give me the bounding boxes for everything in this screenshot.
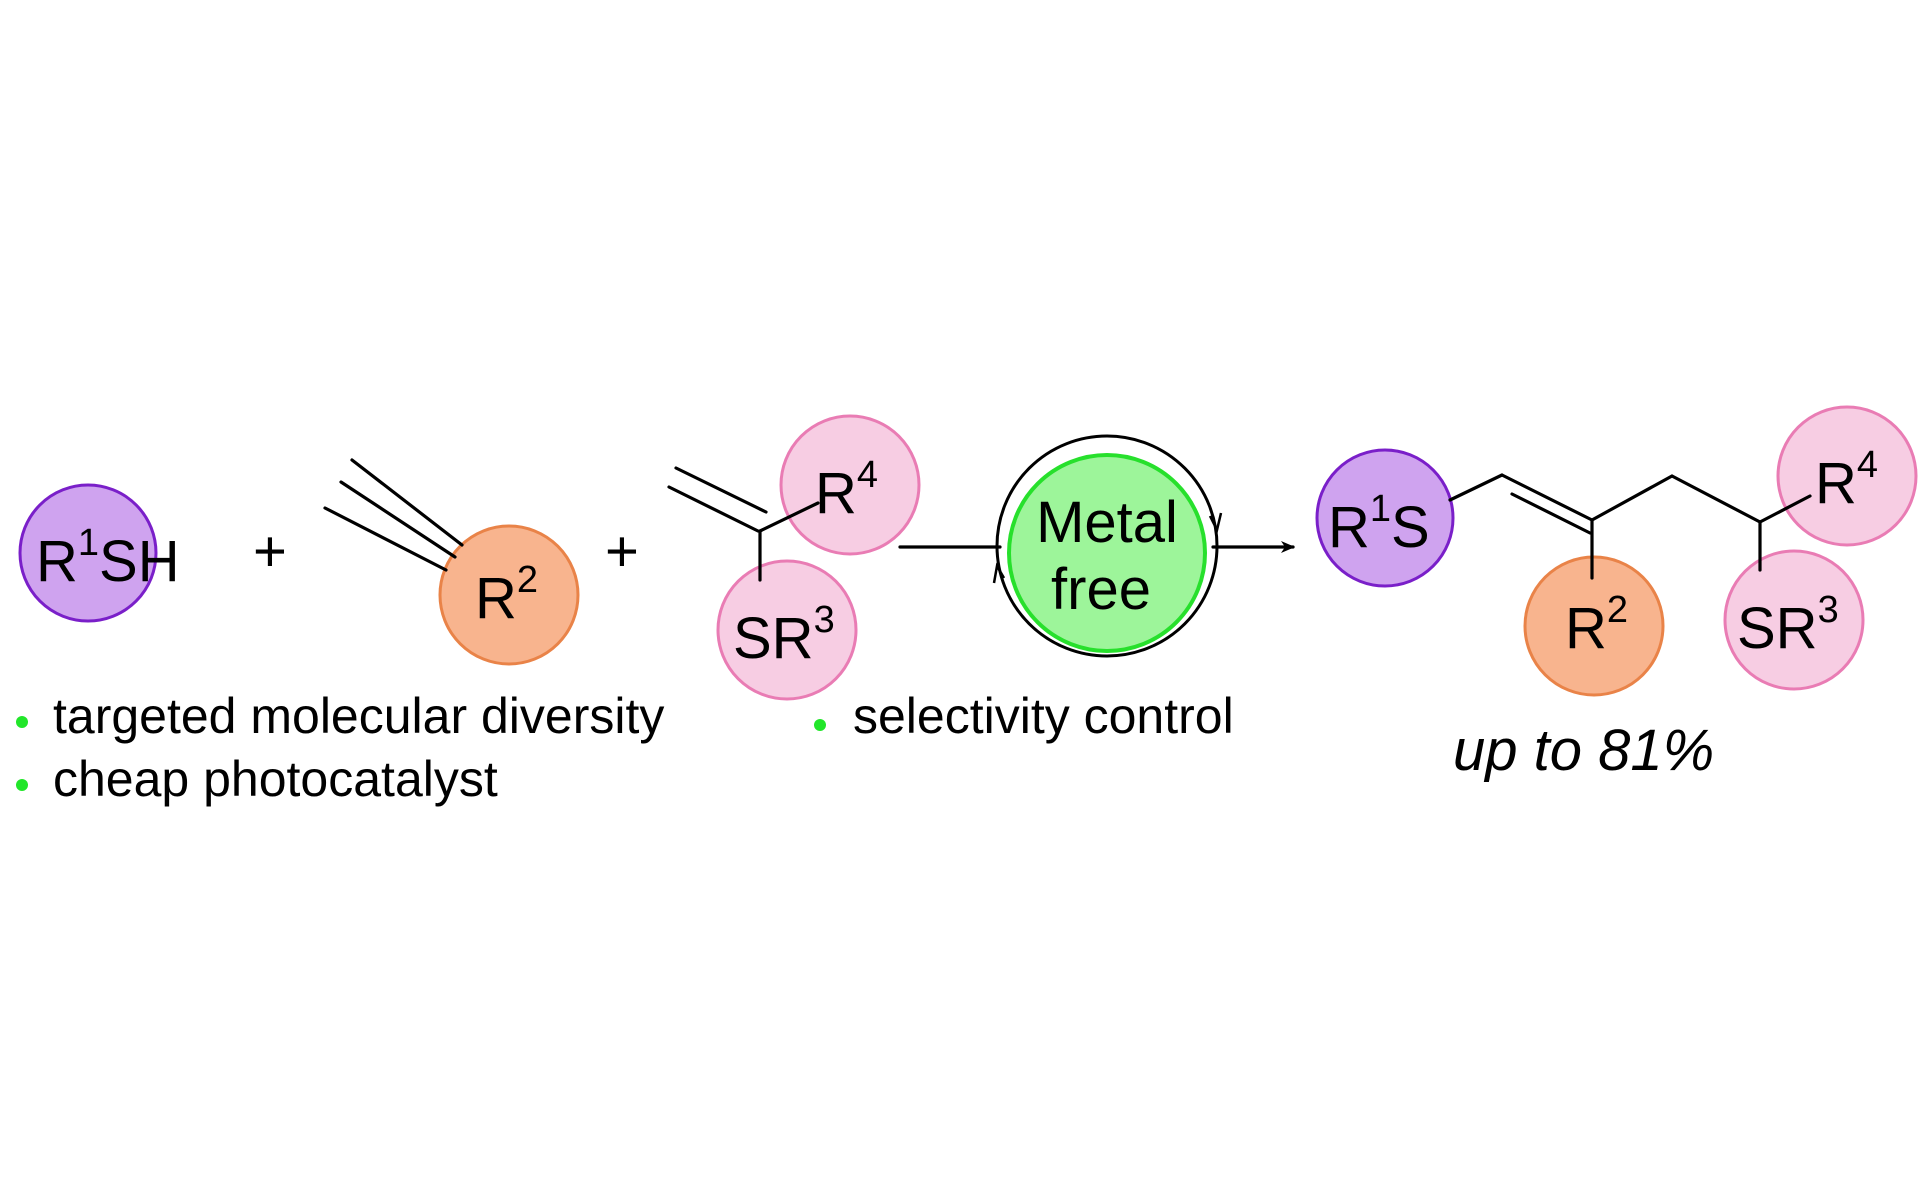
r4-label-left: R4 (815, 454, 878, 526)
product-r1-circle (1315, 448, 1455, 588)
sr3-circle-left (716, 559, 858, 701)
cycle-outer-circle (995, 434, 1219, 658)
catalyst-line-2: free (1051, 557, 1151, 622)
r2-label: R2 (475, 559, 538, 631)
product-r2-circle (1523, 555, 1665, 697)
feature-bullets: targeted molecular diversity cheap photo… (16, 688, 1234, 807)
sr3-label-left: SR3 (733, 599, 835, 671)
product-bond-c3-c4 (1670, 474, 1762, 524)
plus-sign-1: + (253, 519, 287, 584)
product-molecule: R1S R2 R4 SR3 (1315, 405, 1918, 697)
cycle-arrow-tip-right (1208, 512, 1223, 534)
plus-sign-2: + (605, 519, 639, 584)
reaction-arrow-group: Metal free (898, 434, 1295, 658)
alkene-double-2 (674, 466, 768, 514)
product-sr3-circle (1723, 549, 1865, 691)
r2-circle (438, 524, 580, 666)
product-r1-label: R1S (1328, 488, 1430, 560)
alkene-to-r4-bond (758, 501, 820, 533)
bullet-dot-1 (16, 716, 28, 728)
product-r4-label: R4 (1815, 444, 1878, 516)
product-bond-c4-r4 (1758, 494, 1812, 524)
bullet-text-3: selectivity control (853, 688, 1234, 744)
product-bond-c2-c3 (1590, 474, 1674, 522)
cycle-arrow-tip-left (992, 562, 1006, 584)
alkene-double-1 (667, 485, 760, 533)
catalyst-line-1: Metal (1036, 490, 1178, 555)
product-r2-label: R2 (1565, 589, 1628, 661)
product-bond-c1-c2-double (1510, 492, 1592, 535)
r4-circle (779, 414, 921, 556)
alkyne-bond-3 (350, 458, 464, 547)
alkyne-bond-2 (323, 506, 448, 572)
yield-label: up to 81% (1453, 718, 1714, 783)
thiol-reactant: R1SH (18, 483, 180, 623)
bullet-dot-3 (814, 719, 826, 731)
alkyne-reactant: R2 (323, 458, 580, 666)
product-bond-c1-c2 (1500, 473, 1594, 522)
r1-circle (18, 483, 158, 623)
r1-label: R1SH (36, 522, 180, 594)
bullet-text-2: cheap photocatalyst (53, 751, 498, 807)
product-r4-circle (1776, 405, 1918, 547)
product-sr3-label: SR3 (1737, 589, 1839, 661)
alkene-reactant: R4 SR3 (667, 414, 921, 701)
catalyst-circle (1007, 453, 1207, 653)
bullet-text-1: targeted molecular diversity (53, 688, 664, 744)
alkyne-bond-1 (339, 480, 457, 559)
bullet-dot-2 (16, 779, 28, 791)
product-bond-s-c1 (1448, 473, 1504, 502)
